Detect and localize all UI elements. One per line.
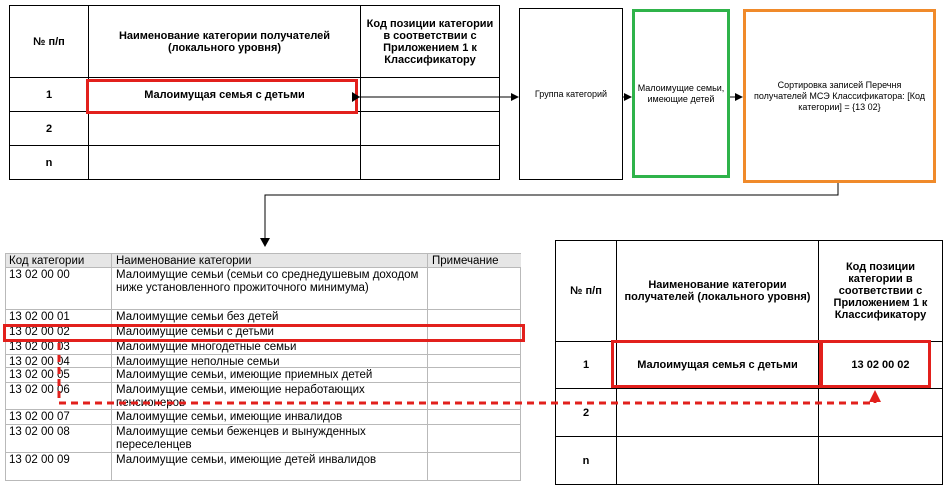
category-code: 13 02 00 03 bbox=[6, 340, 112, 354]
header-category-name: Наименование категории получателей (лока… bbox=[88, 5, 361, 78]
row-code bbox=[360, 145, 500, 180]
row-num: 1 bbox=[9, 77, 89, 112]
row-num: n bbox=[9, 145, 89, 180]
row-num: 2 bbox=[554, 388, 618, 437]
classifier-header-note: Примечание bbox=[432, 255, 499, 267]
category-name: Малоимущие семьи, имеющие неработающих п… bbox=[112, 383, 428, 409]
header-num: № п/п bbox=[554, 240, 618, 342]
category-name: Малоимущие семьи беженцев и вынужденных … bbox=[112, 425, 428, 452]
row-num: 1 bbox=[554, 341, 618, 389]
arrow-to-classifier-head bbox=[260, 238, 270, 247]
category-code: 13 02 00 08 bbox=[6, 425, 112, 452]
row-num: 2 bbox=[9, 111, 89, 146]
category-code: 13 02 00 01 bbox=[6, 310, 112, 324]
table-row: 13 02 00 07 Малоимущие семьи, имеющие ин… bbox=[5, 410, 521, 425]
category-note bbox=[428, 425, 520, 452]
table-row: 13 02 00 04 Малоимущие неполные семьи bbox=[5, 355, 521, 368]
category-note bbox=[428, 340, 520, 354]
category-name: Малоимущие семьи (семьи со среднедушевым… bbox=[112, 268, 428, 309]
category-code: 13 02 00 02 bbox=[6, 325, 112, 339]
category-name: Малоимущие семьи, имеющие приемных детей bbox=[112, 368, 428, 382]
orange-filter-label: Сортировка записей Перечня получателей М… bbox=[753, 79, 926, 112]
header-position-code: Код позиции категории в соответствии с П… bbox=[360, 5, 500, 78]
green-group-label: Малоимущие семьи, имеющие детей bbox=[637, 82, 725, 104]
header-num: № п/п bbox=[9, 5, 89, 78]
category-note bbox=[428, 383, 520, 409]
top-row-highlight bbox=[86, 79, 358, 114]
category-note bbox=[428, 410, 520, 424]
row-name bbox=[88, 145, 361, 180]
category-code: 13 02 00 07 bbox=[6, 410, 112, 424]
category-note bbox=[428, 453, 520, 480]
category-group-label: Группа категорий bbox=[534, 88, 608, 99]
row-code bbox=[817, 436, 943, 485]
top-categories-table: № п/п Наименование категории получателей… bbox=[9, 5, 500, 180]
green-group-box: Малоимущие семьи, имеющие детей bbox=[632, 9, 730, 178]
classifier-header-row: Код категории Наименование категории При… bbox=[5, 253, 521, 268]
table-row: 13 02 00 05 Малоимущие семьи, имеющие пр… bbox=[5, 368, 521, 383]
table-row: 13 02 00 08 Малоимущие семьи беженцев и … bbox=[5, 425, 521, 453]
category-name: Малоимущие неполные семьи bbox=[112, 355, 428, 368]
category-name: Малоимущие многодетные семьи bbox=[112, 340, 428, 354]
category-note bbox=[428, 310, 520, 324]
category-group-box: Группа категорий bbox=[519, 8, 623, 180]
header-position-code: Код позиции категории в соответствии с П… bbox=[817, 240, 943, 342]
table-row: 13 02 00 09 Малоимущие семьи, имеющие де… bbox=[5, 453, 521, 481]
classifier-header-name: Наименование категории bbox=[112, 254, 428, 267]
row-name bbox=[616, 388, 819, 437]
row-name bbox=[616, 436, 819, 485]
table-row: 13 02 00 01 Малоимущие семьи без детей bbox=[5, 310, 521, 325]
table-row: 13 02 00 03 Малоимущие многодетные семьи bbox=[5, 340, 521, 355]
row-name bbox=[88, 111, 361, 146]
table-row: 13 02 00 00 Малоимущие семьи (семьи со с… bbox=[5, 268, 521, 310]
row-code bbox=[817, 388, 943, 437]
category-code: 13 02 00 09 bbox=[6, 453, 112, 480]
category-name: Малоимущие семьи, имеющие детей инвалидо… bbox=[112, 453, 428, 480]
category-note bbox=[428, 268, 520, 309]
row-code bbox=[360, 111, 500, 146]
category-note bbox=[428, 355, 520, 367]
header-category-name: Наименование категории получателей (лока… bbox=[616, 240, 819, 342]
category-note bbox=[428, 368, 520, 382]
classifier-table: Код категории Наименование категории При… bbox=[5, 253, 521, 481]
row-num: n bbox=[554, 436, 618, 485]
category-name: Малоимущие семьи без детей bbox=[112, 310, 428, 324]
category-code: 13 02 00 06 bbox=[6, 383, 112, 409]
category-code: 13 02 00 05 bbox=[6, 368, 112, 382]
category-code: 13 02 00 04 bbox=[6, 355, 112, 368]
table-row: 13 02 00 06 Малоимущие семьи, имеющие не… bbox=[5, 383, 521, 410]
category-name: Малоимущие семьи с детьми bbox=[112, 325, 428, 339]
category-code: 13 02 00 00 bbox=[6, 268, 112, 309]
arrow-to-classifier bbox=[264, 183, 839, 242]
classifier-row-highlight bbox=[3, 324, 525, 342]
orange-filter-box: Сортировка записей Перечня получателей М… bbox=[743, 9, 936, 183]
bottom-name-highlight bbox=[611, 340, 823, 388]
classifier-header-code: Код категории bbox=[6, 254, 112, 267]
row-code bbox=[360, 77, 500, 112]
category-name: Малоимущие семьи, имеющие инвалидов bbox=[112, 410, 428, 424]
bottom-code-highlight bbox=[819, 340, 931, 388]
